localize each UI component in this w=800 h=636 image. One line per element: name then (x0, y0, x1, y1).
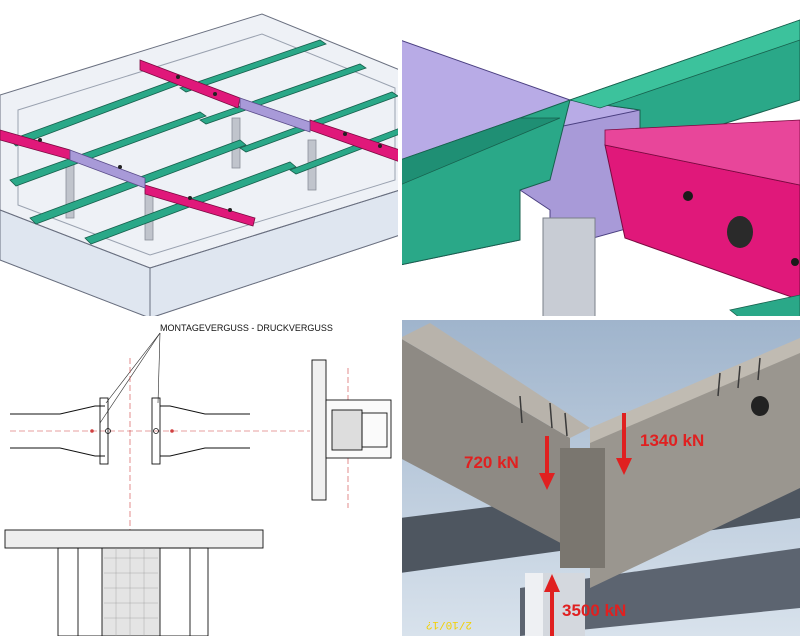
connection-detail-panel (400, 0, 800, 318)
column-section (311, 359, 392, 501)
load-label-720: 720 kN (464, 453, 519, 472)
beam-hole (751, 396, 769, 416)
beam-hole-large (727, 216, 753, 248)
isometric-model-drawing (0, 13, 400, 318)
load-label-3500: 3500 kN (562, 601, 626, 620)
beam-plan (10, 397, 250, 465)
isometric-model-panel (0, 0, 400, 318)
horizontal-divider (0, 316, 800, 320)
slab-recess (17, 33, 396, 256)
construction-photo: 720 kN 1340 kN 3500 kN 2/10/1? (400, 318, 800, 636)
connection-detail-drawing (400, 19, 800, 318)
beam-left (400, 338, 570, 548)
technical-drawing-panel: MONTAGEVERGUSS - DRUCKVERGUSS (0, 318, 400, 636)
column (542, 217, 596, 318)
drawing-label: MONTAGEVERGUSS - DRUCKVERGUSS (160, 323, 333, 333)
beam-joint (560, 448, 605, 568)
beam-section (4, 529, 264, 636)
date-stamp: 2/10/1? (426, 618, 472, 630)
rebars (519, 357, 761, 437)
technical-drawing: MONTAGEVERGUSS - DRUCKVERGUSS (4, 323, 392, 636)
load-arrows (539, 413, 632, 636)
beam-holes (38, 75, 382, 212)
beam-hole-small (683, 191, 693, 201)
lilac-beams (69, 97, 311, 189)
construction-photo-panel: 720 kN 1340 kN 3500 kN 2/10/1? (400, 318, 800, 636)
load-label-1340: 1340 kN (640, 431, 704, 450)
green-beam-left (400, 99, 571, 266)
beam-right (590, 348, 800, 588)
